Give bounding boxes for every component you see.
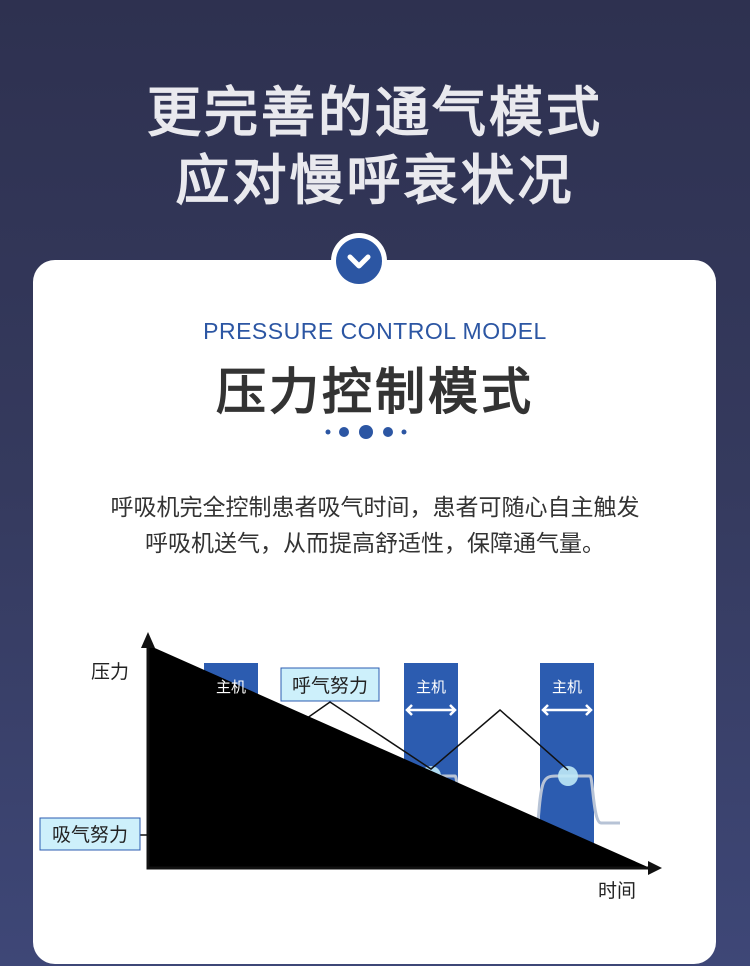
host-label: 主机 [552,678,582,696]
section-subtitle: PRESSURE CONTROL MODEL [203,318,547,344]
exhale-effort-label: 呼气努力 [292,675,368,697]
badge [331,233,387,289]
host-label: 主机 [216,678,246,696]
headline-line-1: 更完善的通气模式 [147,81,603,144]
description-line-2: 呼吸机送气，从而提高舒适性，保障通气量。 [145,531,605,557]
headline-line-2: 应对慢呼衰状况 [175,149,575,212]
inhale-effort-label: 吸气努力 [52,824,128,846]
axes [146,645,650,870]
section-title: 压力控制模式 [216,363,534,421]
host-label: 主机 [416,678,446,696]
x-axis-label: 时间 [598,880,636,902]
dots-divider [325,425,407,439]
description-line-1: 呼吸机完全控制患者吸气时间，患者可随心自主触发 [110,495,640,521]
y-axis-label: 压力 [91,661,129,683]
host-labels: 主机 主机 主机 [216,678,582,696]
chevron-down-icon [347,254,371,269]
description: 呼吸机完全控制患者吸气时间，患者可随心自主触发 呼吸机送气，从而提高舒适性，保障… [0,490,750,562]
